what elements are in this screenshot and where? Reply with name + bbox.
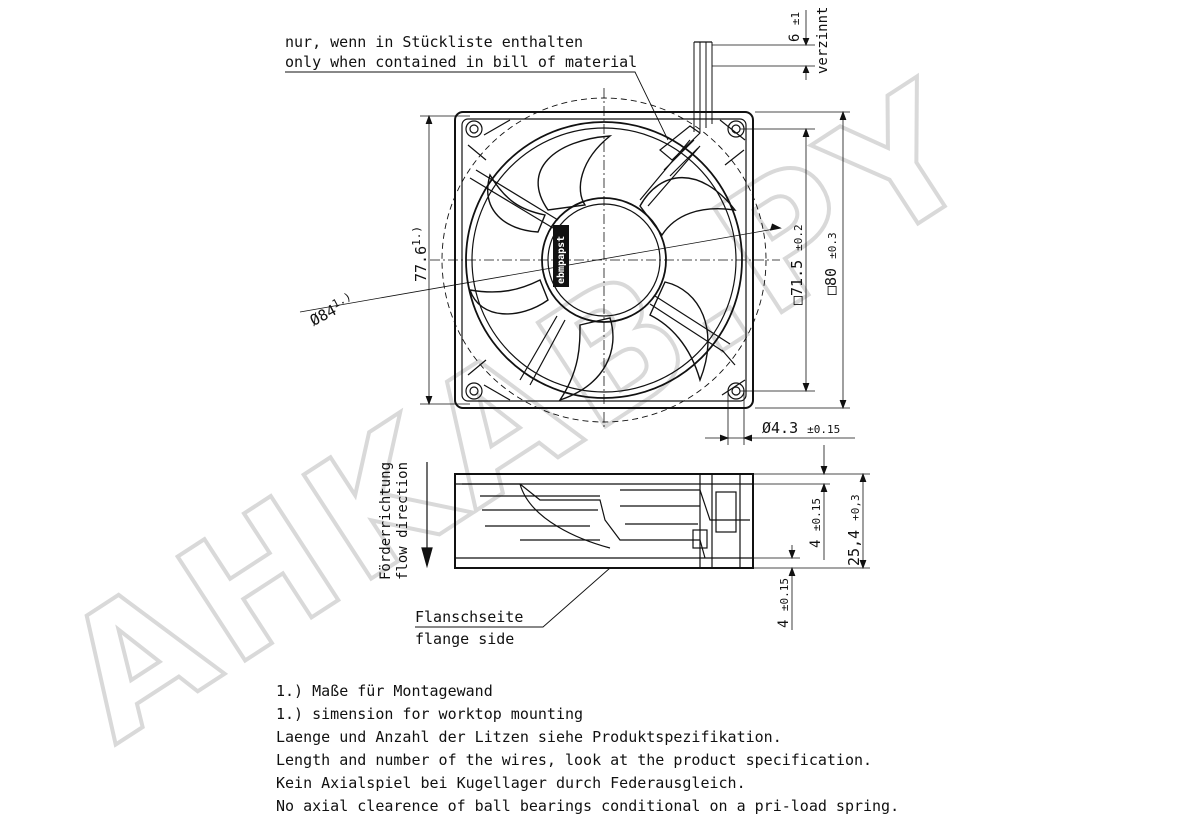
fan-blades	[468, 135, 737, 402]
side-dimensions	[753, 445, 870, 630]
height-77-6-dimension	[420, 114, 470, 406]
note-line: 1.) simension for worktop mounting	[276, 705, 584, 723]
flange-callout-de: Flanschseite	[415, 608, 524, 626]
thickness-4-bottom-label: 4 ±0.15	[776, 578, 792, 628]
flow-direction-arrow	[421, 462, 433, 569]
square-80-dimension	[755, 110, 850, 410]
fan-struts	[469, 139, 731, 386]
bom-callout-en: only when contained in bill of material	[285, 53, 638, 71]
wire-strip-value: 6 ±1	[787, 11, 803, 42]
hub-brand-label: ebmpapst	[556, 235, 567, 284]
height-77-6-label: 77.61.)	[410, 226, 430, 282]
verzinnt-label: verzinnt	[815, 6, 831, 74]
hole-4-3-dimension	[705, 391, 855, 445]
fan-side-view	[454, 473, 754, 569]
note-line: Length and number of the wires, look at …	[276, 751, 873, 769]
height-25-4-label: 25,4 +0,3	[845, 494, 863, 566]
note-line: No axial clearence of ball bearings cond…	[276, 797, 900, 815]
note-line: 1.) Maße für Montagewand	[276, 682, 493, 700]
bom-callout-leader	[285, 71, 669, 141]
fan-top-view	[299, 41, 782, 430]
square-71-5-dimension	[740, 127, 815, 393]
bom-callout-de: nur, wenn in Stückliste enthalten	[285, 33, 584, 51]
square-80-label: □80 ±0.3	[822, 232, 840, 295]
note-line: Kein Axialspiel bei Kugellager durch Fed…	[276, 774, 746, 792]
flange-callout-en: flange side	[415, 630, 515, 648]
wire-strip-dimension	[712, 10, 815, 80]
note-line: Laenge und Anzahl der Litzen siehe Produ…	[276, 728, 782, 746]
thickness-4-top-label: 4 ±0.15	[808, 498, 824, 548]
square-71-5-label: □71.5 ±0.2	[788, 224, 806, 305]
hole-4-3-label: Ø4.3 ±0.15	[762, 419, 841, 437]
flange-callout-leader	[415, 567, 611, 628]
